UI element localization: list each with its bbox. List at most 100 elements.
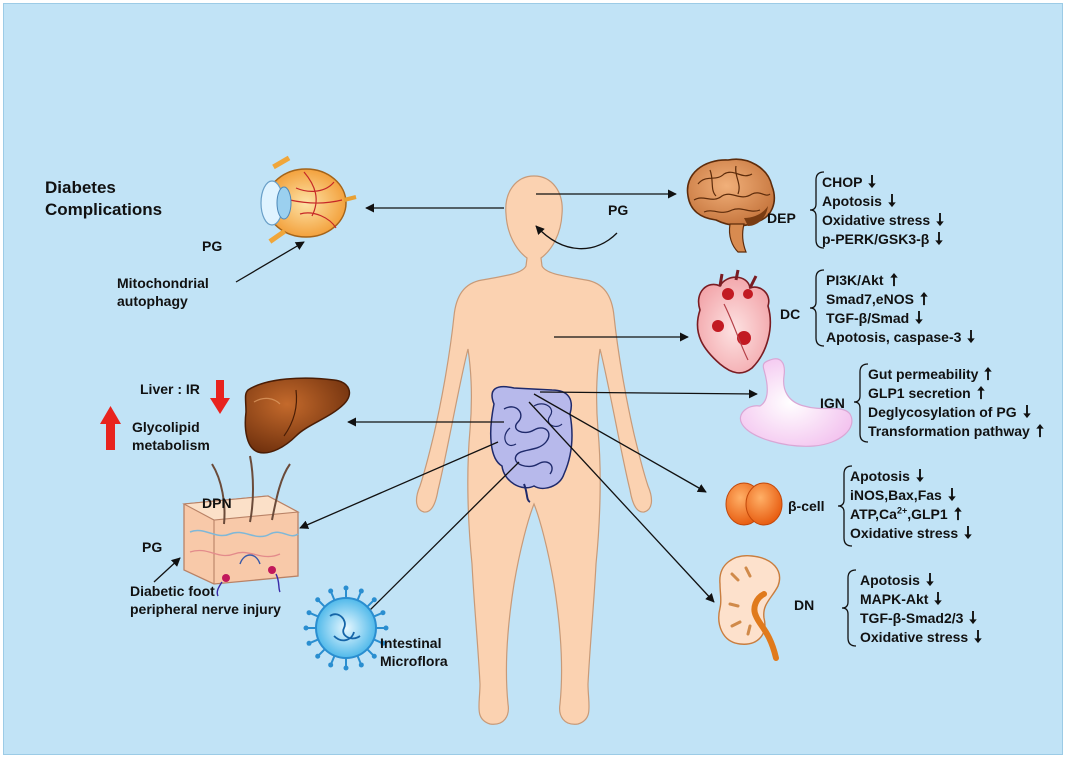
microflora-line-2: Microflora (380, 653, 448, 669)
arrow-up-icon (984, 366, 993, 381)
dc-label: DC (780, 306, 801, 322)
dep-effect-text: p-PERK/GSK3-β (822, 230, 930, 247)
bcell-effect-text: ATP,Ca2+,GLP1 (850, 504, 948, 522)
liver-illustration (244, 377, 351, 454)
ign-label: IGN (820, 395, 845, 411)
dep-effect-item: Apotosis (822, 191, 946, 210)
glycolipid-line-1: Glycolipid (132, 419, 200, 435)
stomach-illustration (739, 358, 853, 447)
diagram-art (100, 155, 869, 725)
arrow-down-icon (935, 231, 944, 246)
heart-illustration (696, 269, 772, 374)
dc-effect-text: Apotosis, caspase-3 (826, 328, 962, 345)
ign-effect-item: Deglycosylation of PG (868, 402, 1046, 421)
arrow-down-icon (888, 193, 896, 208)
title-line-2: Complications (45, 200, 163, 219)
arrow-down-icon (948, 487, 956, 502)
arrow-down-icon (936, 212, 944, 227)
dc-effect-item: TGF-β/Smad (826, 308, 977, 327)
dn-label: DN (794, 597, 815, 613)
dep-effect-text: CHOP (822, 173, 863, 190)
dn-effect-text: MAPK-Akt (860, 590, 929, 607)
dpn-pg-label: PG (142, 539, 163, 555)
bcell-label: β-cell (788, 498, 825, 514)
eye-pg-label: PG (202, 238, 223, 254)
arrow-up-icon (889, 272, 898, 287)
arrow-down-icon (974, 629, 982, 644)
bcell-effect-item: Apotosis (850, 466, 974, 485)
dpn-desc-line-1: Diabetic foot (130, 583, 215, 599)
ign-effect-item: Gut permeability (868, 364, 1046, 383)
dep-label: DEP (767, 210, 796, 226)
bcell-effect-item: Oxidative stress (850, 523, 974, 542)
dpn-label: DPN (202, 495, 232, 511)
arrow-down-icon (964, 525, 972, 540)
eye-illustration (260, 155, 357, 244)
kidney-illustration (718, 555, 781, 661)
dep-effect-text: Apotosis (822, 192, 882, 209)
ign-effect-text: Deglycosylation of PG (868, 403, 1017, 420)
dep-effect-item: Oxidative stress (822, 210, 946, 229)
ign-effect-text: Gut permeability (868, 365, 979, 382)
dn-effect-item: TGF-β-Smad2/3 (860, 608, 984, 627)
microflora-illustration (303, 585, 389, 671)
dc-effect-item: Smad7,eNOS (826, 289, 977, 308)
arrow-up-icon (920, 291, 928, 306)
brace-group (809, 171, 869, 647)
red-arrow-up-icon (100, 406, 121, 450)
connection-arrows (153, 189, 758, 619)
ign-effect-text: GLP1 secretion (868, 384, 971, 401)
dc-effect-text: Smad7,eNOS (826, 290, 914, 307)
dc-effect-text: TGF-β/Smad (826, 309, 910, 326)
arrow-up-icon (1036, 423, 1044, 438)
arrow-down-icon (915, 310, 923, 325)
dc-effect-text: PI3K/Akt (826, 271, 884, 288)
bcell-effect-text: Apotosis (850, 467, 910, 484)
ign-effect-text: Transformation pathway (868, 422, 1030, 439)
bcell-effect-text: Oxidative stress (850, 524, 959, 541)
dep-effect-item: CHOP (822, 172, 946, 191)
dep-effect-item: p-PERK/GSK3-β (822, 229, 946, 248)
bcell-effect-text: iNOS,Bax,Fas (850, 486, 942, 503)
arrow-down-icon (967, 329, 976, 344)
dn-effect-item: MAPK-Akt (860, 589, 984, 608)
dep-effect-text: Oxidative stress (822, 211, 931, 228)
arrow-up-icon (976, 385, 985, 400)
dn-effect-item: Oxidative stress (860, 627, 984, 646)
ign-effect-item: GLP1 secretion (868, 383, 1046, 402)
red-arrow-down-icon (210, 380, 230, 414)
intestine-illustration (489, 385, 573, 503)
dn-effect-text: Apotosis (860, 571, 920, 588)
dn-effect-item: Apotosis (860, 570, 984, 589)
ign-effect-item: Transformation pathway (868, 421, 1046, 440)
bcell-effect-item: iNOS,Bax,Fas (850, 485, 974, 504)
beta-cell-illustration (725, 482, 783, 526)
arrow-down-icon (934, 591, 943, 606)
center-pg-label: PG (608, 202, 629, 218)
brain-illustration (686, 158, 776, 253)
arrow-down-icon (926, 572, 934, 587)
skin-illustration (182, 455, 300, 597)
arrow-down-icon (868, 174, 877, 189)
glycolipid-line-2: metabolism (132, 437, 210, 453)
dn-effect-text: Oxidative stress (860, 628, 969, 645)
dn-effect-text: TGF-β-Smad2/3 (860, 609, 964, 626)
arrow-down-icon (916, 468, 924, 483)
dc-effect-item: Apotosis, caspase-3 (826, 327, 977, 346)
microflora-line-1: Intestinal (380, 635, 442, 651)
dc-effect-item: PI3K/Akt (826, 270, 977, 289)
eye-mechanism-line-1: Mitochondrial (117, 275, 209, 291)
diagram-canvas: Diabetes Complications PG PG Mitochondri… (3, 3, 1063, 755)
dpn-desc-line-2: peripheral nerve injury (130, 601, 281, 617)
arrow-down-icon (969, 610, 978, 625)
title-line-1: Diabetes (45, 178, 116, 197)
bcell-effect-item: ATP,Ca2+,GLP1 (850, 504, 974, 523)
arrow-down-icon (1022, 404, 1031, 419)
eye-mechanism-line-2: autophagy (117, 293, 188, 309)
arrow-up-icon (953, 506, 962, 521)
